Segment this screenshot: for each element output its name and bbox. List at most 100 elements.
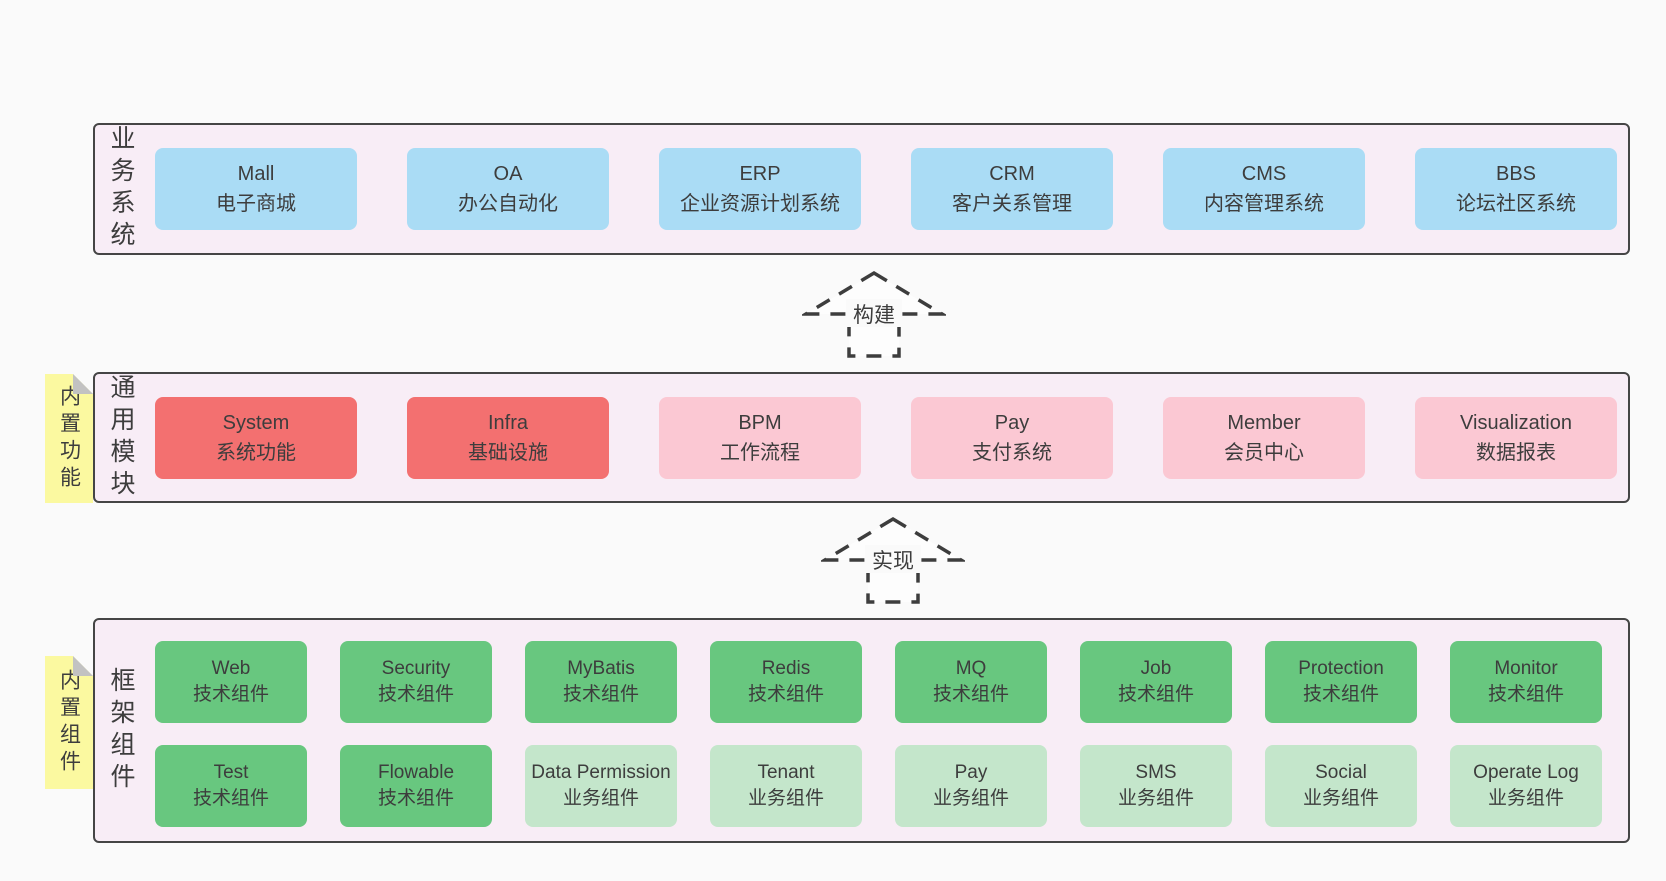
framework-component-box: Data Permission 业务组件 bbox=[525, 745, 677, 827]
box-subtitle: 电子商城 bbox=[216, 193, 296, 215]
box-subtitle: 支付系统 bbox=[972, 441, 1052, 464]
box-subtitle: 会员中心 bbox=[1224, 441, 1304, 464]
layer-label-common-modules: 通用模块 bbox=[107, 373, 135, 502]
box-title: ERP bbox=[739, 163, 781, 185]
framework-component-box: Security 技术组件 bbox=[340, 641, 492, 723]
box-subtitle: 技术组件 bbox=[1302, 684, 1379, 705]
box-title: Visualization bbox=[1460, 411, 1572, 434]
box-title: Pay bbox=[954, 762, 988, 784]
box-subtitle: 业务组件 bbox=[747, 788, 824, 809]
box-subtitle: 业务组件 bbox=[1302, 788, 1379, 809]
box-subtitle: 办公自动化 bbox=[458, 193, 558, 215]
framework-component-box: Operate Log 业务组件 bbox=[1450, 745, 1602, 827]
box-title: BBS bbox=[1495, 163, 1537, 185]
box-subtitle: 基础设施 bbox=[468, 441, 548, 464]
implement-arrow-icon: 实现 bbox=[821, 516, 965, 604]
layer-common-modules: 通用模块 System 系统功能 Infra 基础设施 BPM 工作流程 Pay… bbox=[93, 372, 1630, 503]
framework-component-box: Tenant 业务组件 bbox=[710, 745, 862, 827]
box-subtitle: 技术组件 bbox=[747, 684, 824, 705]
box-subtitle: 企业资源计划系统 bbox=[680, 193, 840, 215]
common-module-box-list: System 系统功能 Infra 基础设施 BPM 工作流程 Pay 支付系统… bbox=[155, 374, 1617, 501]
framework-component-box: MQ 技术组件 bbox=[895, 641, 1047, 723]
business-system-box: CMS 内容管理系统 bbox=[1163, 148, 1365, 230]
common-module-box: System 系统功能 bbox=[155, 396, 357, 479]
common-module-box: Member 会员中心 bbox=[1163, 396, 1365, 479]
framework-component-box: Flowable 技术组件 bbox=[340, 745, 492, 827]
framework-component-box: Test 技术组件 bbox=[155, 745, 307, 827]
box-subtitle: 业务组件 bbox=[1487, 788, 1564, 809]
box-subtitle: 技术组件 bbox=[1117, 684, 1194, 705]
box-title: CMS bbox=[1241, 163, 1287, 185]
box-title: Security bbox=[381, 658, 451, 680]
business-system-box: OA 办公自动化 bbox=[407, 148, 609, 230]
box-title: MQ bbox=[955, 658, 987, 680]
box-subtitle: 技术组件 bbox=[377, 684, 454, 705]
framework-component-box: MyBatis 技术组件 bbox=[525, 641, 677, 723]
business-system-box: BBS 论坛社区系统 bbox=[1415, 148, 1617, 230]
framework-component-box: Monitor 技术组件 bbox=[1450, 641, 1602, 723]
common-module-box: Pay 支付系统 bbox=[911, 396, 1113, 479]
box-subtitle: 业务组件 bbox=[1117, 788, 1194, 809]
box-subtitle: 业务组件 bbox=[932, 788, 1009, 809]
layer-business-systems: 业务系统 Mall 电子商城 OA 办公自动化 ERP 企业资源计划系统 CRM… bbox=[93, 123, 1630, 255]
box-title: Infra bbox=[487, 411, 529, 434]
box-subtitle: 工作流程 bbox=[720, 441, 800, 464]
business-system-box: ERP 企业资源计划系统 bbox=[659, 148, 861, 230]
box-title: Flowable bbox=[377, 762, 455, 784]
box-subtitle: 技术组件 bbox=[562, 684, 639, 705]
box-title: Pay bbox=[994, 411, 1030, 434]
layer-label-framework-components: 框架组件 bbox=[107, 666, 135, 795]
framework-component-box: SMS 业务组件 bbox=[1080, 745, 1232, 827]
box-subtitle: 技术组件 bbox=[377, 788, 454, 809]
box-title: System bbox=[222, 411, 290, 434]
layer-label-business-systems: 业务系统 bbox=[107, 125, 135, 253]
layer-framework-components: 框架组件 Web 技术组件 Security 技术组件 MyBatis 技术组件… bbox=[93, 618, 1630, 843]
box-title: Test bbox=[213, 762, 249, 784]
box-title: Operate Log bbox=[1473, 762, 1579, 784]
business-box-list: Mall 电子商城 OA 办公自动化 ERP 企业资源计划系统 CRM 客户关系… bbox=[155, 125, 1617, 253]
box-subtitle: 技术组件 bbox=[192, 788, 269, 809]
framework-component-box: Pay 业务组件 bbox=[895, 745, 1047, 827]
framework-component-box: Redis 技术组件 bbox=[710, 641, 862, 723]
box-title: Web bbox=[211, 658, 251, 680]
framework-component-row-2: Test 技术组件 Flowable 技术组件 Data Permission … bbox=[155, 745, 1602, 827]
framework-component-box: Protection 技术组件 bbox=[1265, 641, 1417, 723]
sticky-note-text: 内置组件 bbox=[57, 668, 81, 777]
box-subtitle: 论坛社区系统 bbox=[1456, 193, 1576, 215]
box-subtitle: 业务组件 bbox=[562, 788, 639, 809]
framework-component-box: Web 技术组件 bbox=[155, 641, 307, 723]
business-system-box: CRM 客户关系管理 bbox=[911, 148, 1113, 230]
box-title: Job bbox=[1140, 658, 1172, 680]
build-arrow-label: 构建 bbox=[853, 304, 895, 327]
box-subtitle: 数据报表 bbox=[1476, 441, 1556, 464]
framework-component-row-1: Web 技术组件 Security 技术组件 MyBatis 技术组件 Redi… bbox=[155, 641, 1602, 723]
implement-arrow-label: 实现 bbox=[872, 550, 914, 573]
box-subtitle: 系统功能 bbox=[216, 441, 296, 464]
box-title: Data Permission bbox=[531, 762, 671, 784]
common-module-box: Visualization 数据报表 bbox=[1415, 396, 1617, 479]
framework-component-box: Social 业务组件 bbox=[1265, 745, 1417, 827]
build-arrow-icon: 构建 bbox=[802, 270, 946, 358]
box-subtitle: 技术组件 bbox=[932, 684, 1009, 705]
box-subtitle: 内容管理系统 bbox=[1204, 193, 1324, 215]
box-title: Social bbox=[1315, 762, 1367, 784]
common-module-box: BPM 工作流程 bbox=[659, 396, 861, 479]
box-subtitle: 技术组件 bbox=[192, 684, 269, 705]
box-title: Monitor bbox=[1494, 658, 1558, 680]
box-title: BPM bbox=[738, 411, 782, 434]
box-subtitle: 技术组件 bbox=[1487, 684, 1564, 705]
box-title: Mall bbox=[237, 163, 275, 185]
sticky-note-builtin-components: 内置组件 bbox=[45, 656, 93, 789]
common-module-box: Infra 基础设施 bbox=[407, 396, 609, 479]
box-title: OA bbox=[493, 163, 523, 185]
box-title: Tenant bbox=[757, 762, 815, 784]
box-title: SMS bbox=[1135, 762, 1177, 784]
business-system-box: Mall 电子商城 bbox=[155, 148, 357, 230]
box-subtitle: 客户关系管理 bbox=[952, 193, 1072, 215]
box-title: CRM bbox=[989, 163, 1035, 185]
box-title: Protection bbox=[1298, 658, 1384, 680]
box-title: MyBatis bbox=[567, 658, 635, 680]
sticky-note-builtin-functions: 内置功能 bbox=[45, 374, 93, 503]
framework-component-box: Job 技术组件 bbox=[1080, 641, 1232, 723]
